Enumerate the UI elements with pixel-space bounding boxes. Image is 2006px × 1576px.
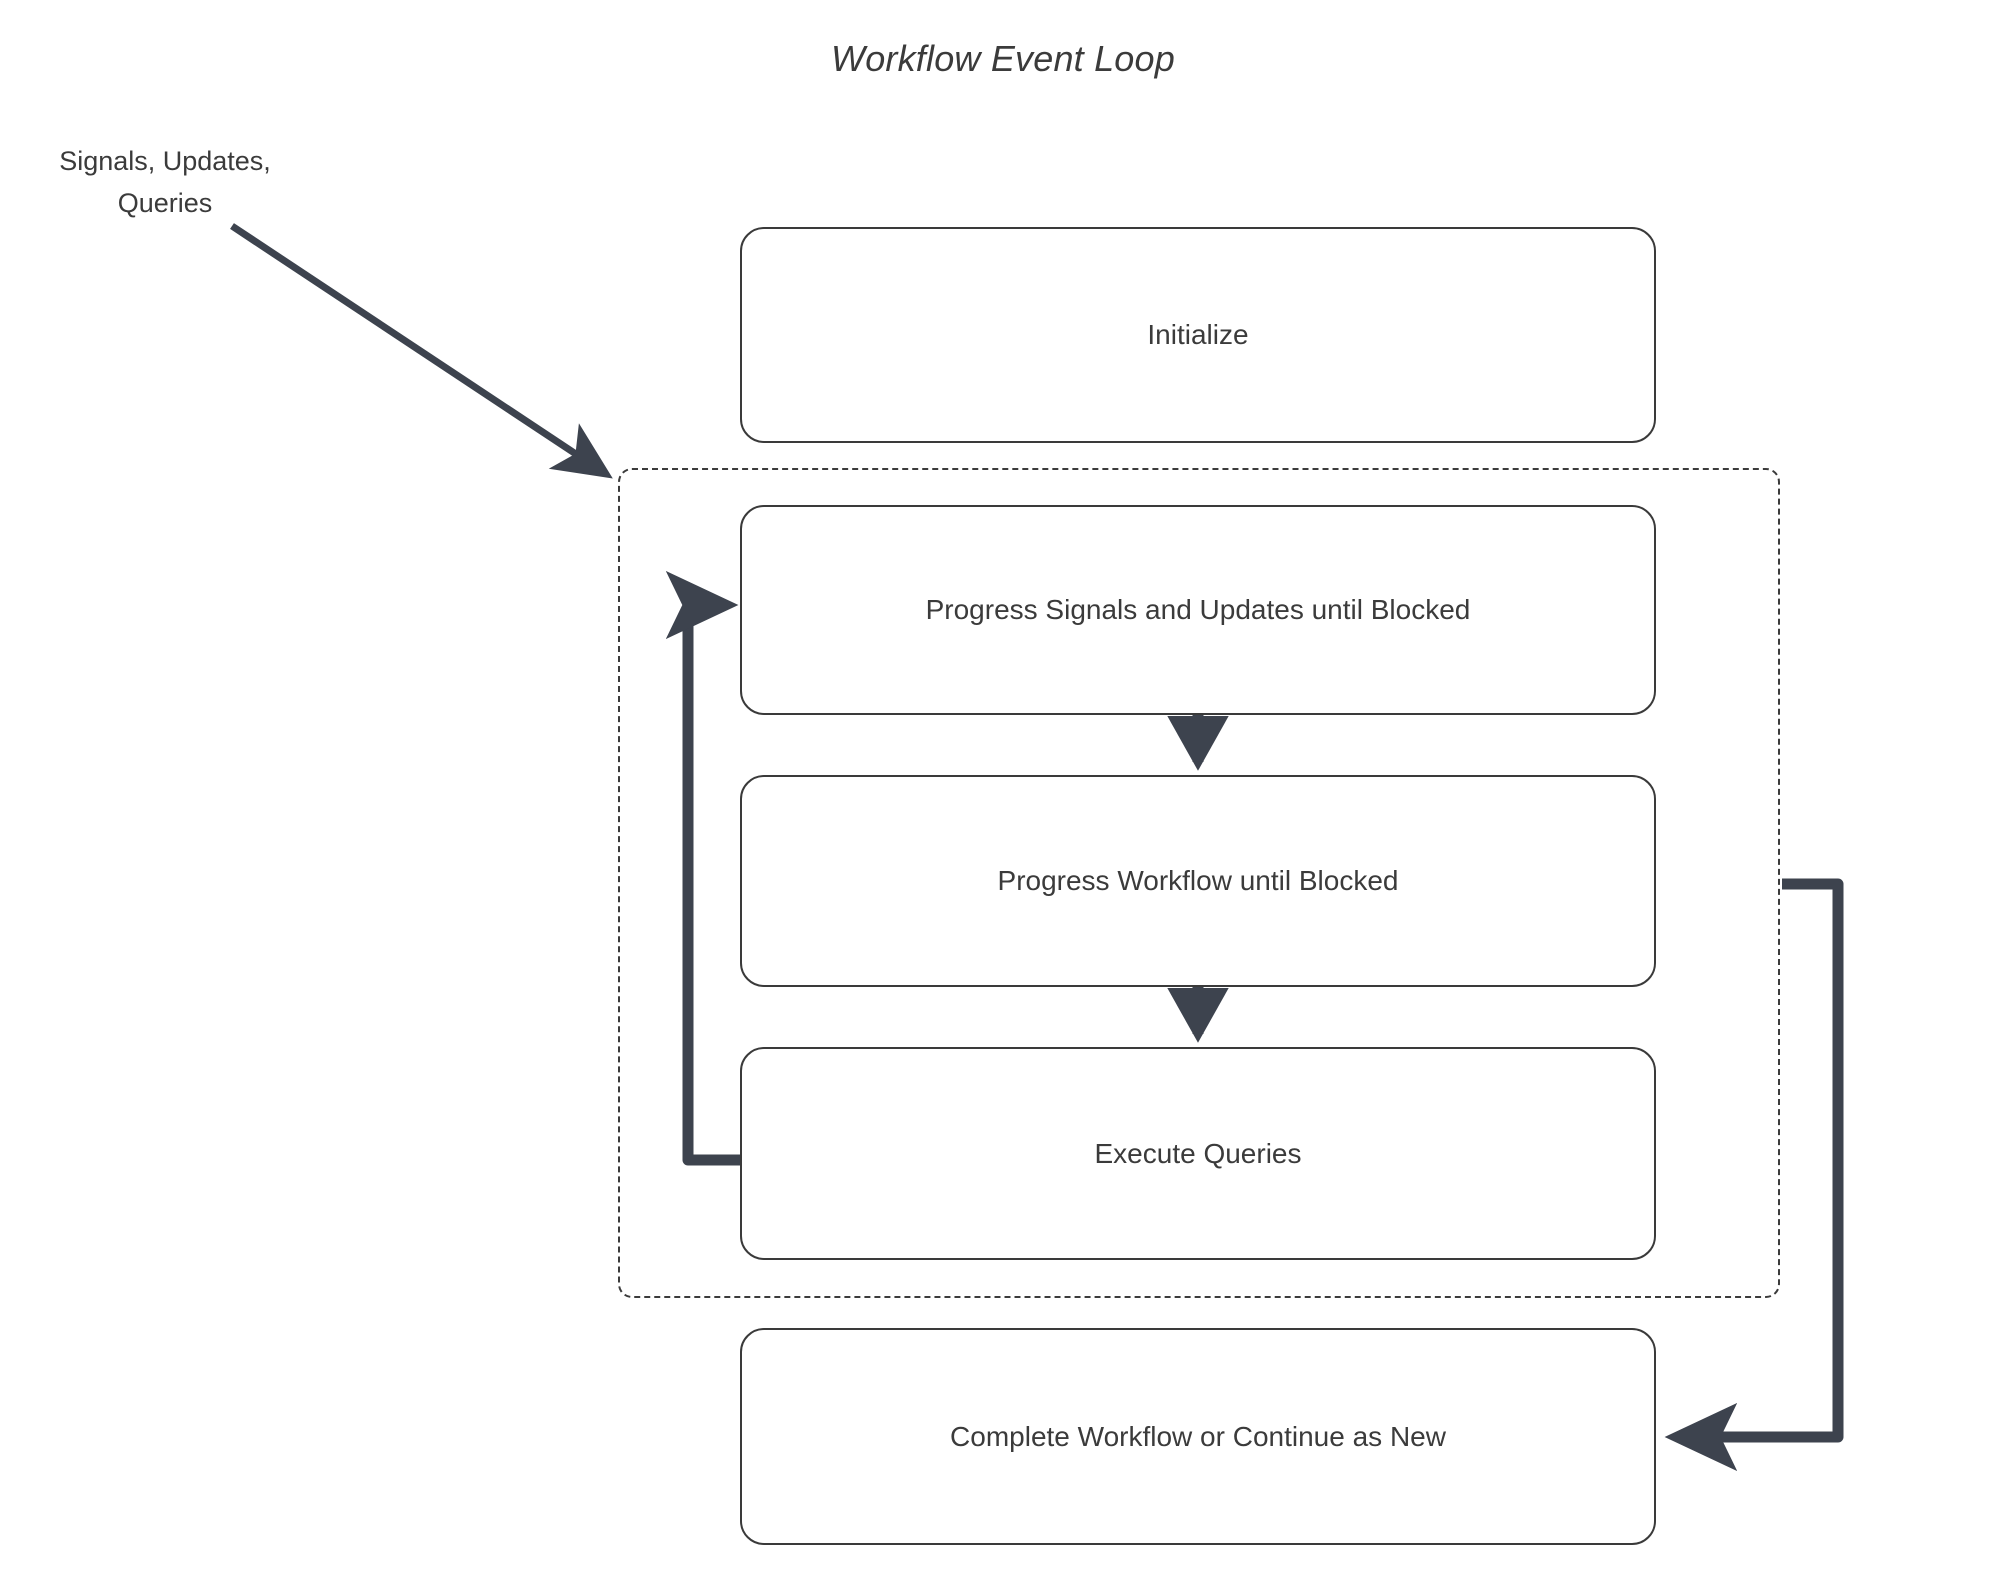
node-initialize[interactable]: Initialize: [740, 227, 1656, 443]
page-title: Workflow Event Loop: [831, 38, 1175, 79]
node-execute-queries[interactable]: Execute Queries: [740, 1047, 1656, 1260]
node-complete-label: Complete Workflow or Continue as New: [950, 1420, 1446, 1452]
source-label-line-2: Queries: [117, 188, 213, 218]
node-initialize-label: Initialize: [1147, 319, 1249, 350]
node-progress-workflow-label: Progress Workflow until Blocked: [997, 865, 1399, 896]
node-progress-signals-label: Progress Signals and Updates until Block…: [925, 594, 1471, 625]
node-progress-signals[interactable]: Progress Signals and Updates until Block…: [740, 505, 1656, 715]
source-label: Signals, Updates, Queries: [20, 140, 310, 224]
edge-signals-to-loop: [230, 223, 613, 479]
node-progress-workflow[interactable]: Progress Workflow until Blocked: [740, 775, 1656, 987]
source-label-line-1: Signals, Updates,: [59, 146, 271, 176]
node-execute-queries-label: Execute Queries: [1094, 1137, 1302, 1169]
node-complete[interactable]: Complete Workflow or Continue as New: [740, 1328, 1656, 1545]
